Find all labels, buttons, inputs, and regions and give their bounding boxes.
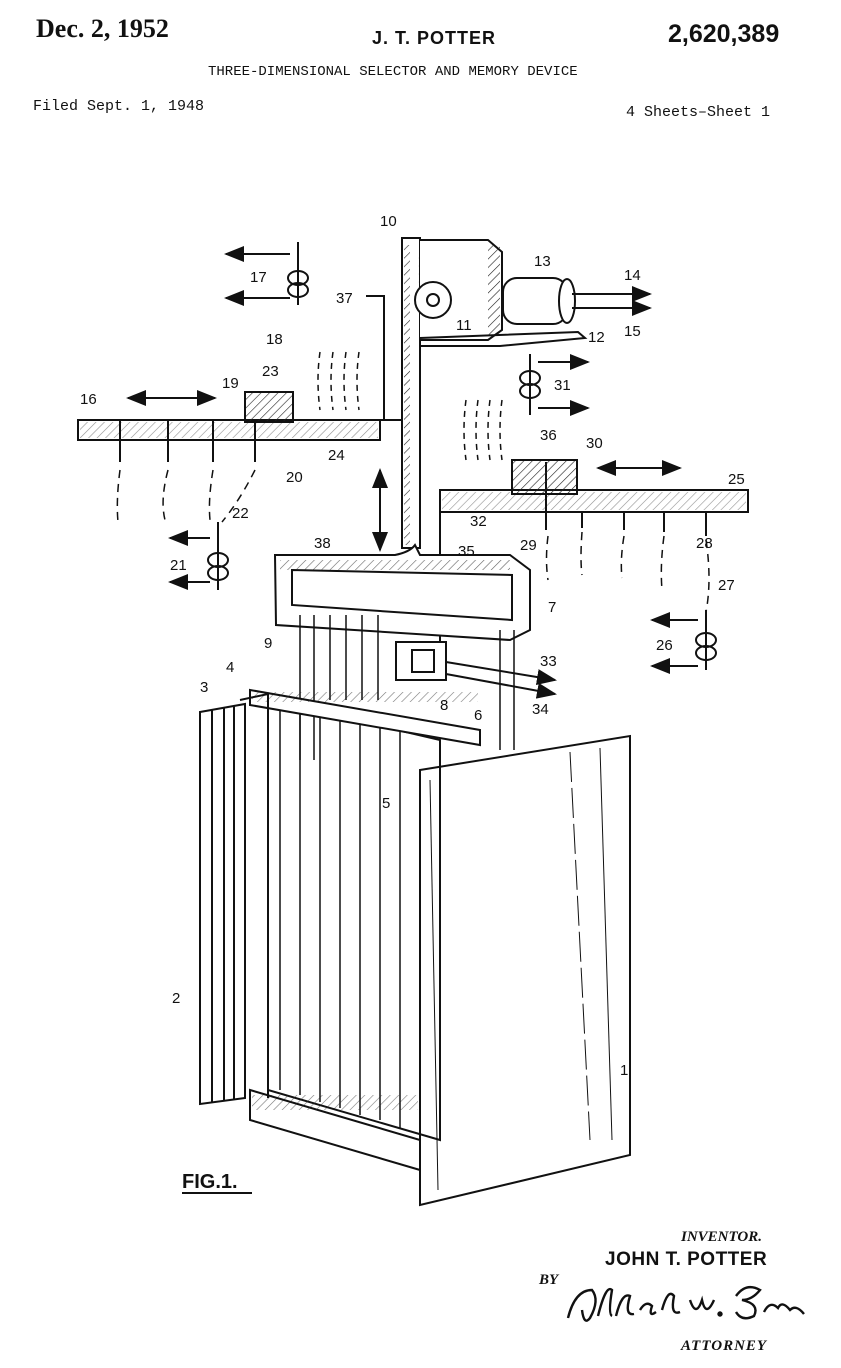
- ref-34: 34: [532, 701, 549, 718]
- ref-25: 25: [728, 471, 745, 488]
- ref-15: 15: [624, 323, 641, 340]
- ref-29: 29: [520, 537, 537, 554]
- ref-22: 22: [232, 505, 249, 522]
- figure-label: FIG.1.: [182, 1171, 238, 1193]
- ref-1: 1: [620, 1062, 628, 1079]
- ref-7: 7: [548, 599, 556, 616]
- ref-23: 23: [262, 363, 279, 380]
- ref-31: 31: [554, 377, 571, 394]
- attorney-label: ATTORNEY: [681, 1338, 768, 1354]
- reference-numerals: 1 2 3 4 5 6 7 8 9 10 11 12 13 14 15 16 1…: [80, 213, 745, 1079]
- ref-18: 18: [266, 331, 283, 348]
- ref-33: 33: [540, 653, 557, 670]
- ref-14: 14: [624, 267, 641, 284]
- ref-30: 30: [586, 435, 603, 452]
- ref-5: 5: [382, 795, 390, 812]
- ref-21: 21: [170, 557, 187, 574]
- inventor-header: J. T. POTTER: [372, 28, 497, 48]
- ref-17: 17: [250, 269, 267, 286]
- inventor-name: JOHN T. POTTER: [605, 1249, 768, 1270]
- patent-title: THREE-DIMENSIONAL SELECTOR AND MEMORY DE…: [208, 64, 578, 80]
- ref-3: 3: [200, 679, 208, 696]
- ref-2: 2: [172, 990, 180, 1007]
- ref-6: 6: [474, 707, 482, 724]
- ref-24: 24: [328, 447, 345, 464]
- ref-20: 20: [286, 469, 303, 486]
- patent-date: Dec. 2, 1952: [36, 14, 169, 43]
- ref-37: 37: [336, 290, 353, 307]
- ref-9: 9: [264, 635, 272, 652]
- sheet-count: 4 Sheets–Sheet 1: [626, 104, 771, 121]
- ref-19: 19: [222, 375, 239, 392]
- ref-32: 32: [470, 513, 487, 530]
- ref-10: 10: [380, 213, 397, 230]
- patent-number: 2,620,389: [668, 20, 780, 48]
- ref-13: 13: [534, 253, 551, 270]
- ref-12: 12: [588, 329, 605, 346]
- by-label: BY: [539, 1272, 559, 1288]
- ref-35: 35: [458, 543, 475, 560]
- attorney-signature: [566, 1285, 805, 1322]
- ref-8: 8: [440, 697, 448, 714]
- ref-36: 36: [540, 427, 557, 444]
- ref-28: 28: [696, 535, 713, 552]
- ref-4: 4: [226, 659, 234, 676]
- ref-11: 11: [456, 317, 472, 334]
- ref-38: 38: [314, 535, 331, 552]
- ref-27: 27: [718, 577, 735, 594]
- filed-date: Filed Sept. 1, 1948: [33, 98, 205, 115]
- ref-16: 16: [80, 391, 97, 408]
- inventor-label: INVENTOR.: [681, 1229, 762, 1245]
- ref-26: 26: [656, 637, 673, 654]
